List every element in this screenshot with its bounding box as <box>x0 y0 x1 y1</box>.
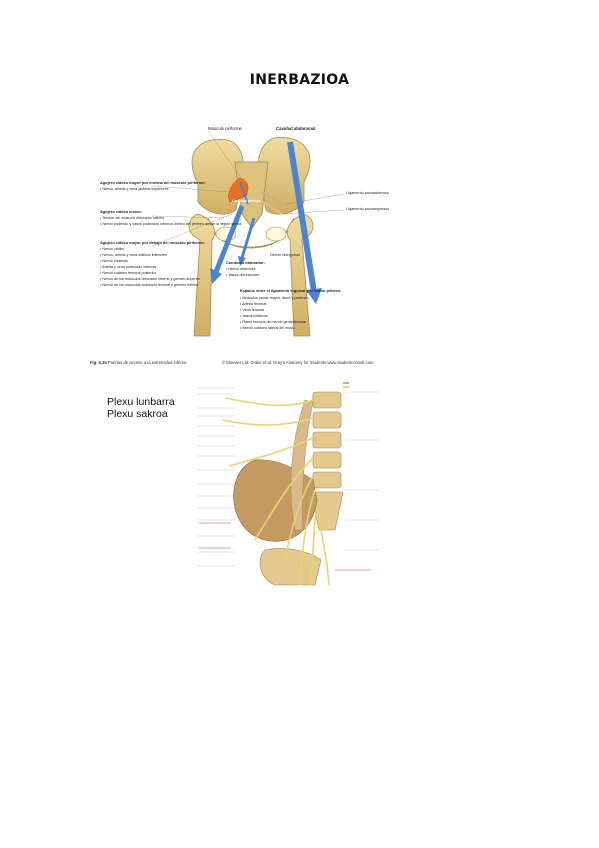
plexus-labels: Plexu lunbarra Plexu sakroa <box>107 396 175 420</box>
label-conducto-item: • Vasos obturadores <box>226 273 259 277</box>
label-lig-sacroespinoso: Ligamento sacroespinoso <box>346 207 389 211</box>
figure1-caption: Fig. 6.34 Puertas de acceso a la extremi… <box>90 360 392 365</box>
label-debajo-item: • Nervio pudendo <box>100 259 128 263</box>
label-piriformis: Músculo piriforme <box>208 126 243 131</box>
label-plexu-sakroa: Plexu sakroa <box>107 408 168 420</box>
label-espacio-item: • Rama femoral del nervio genitofemoral <box>240 320 306 324</box>
arrow-sciatic <box>213 205 245 273</box>
label-debajo-item: • Nervio ciático <box>100 247 124 251</box>
label-lig-sacrotuberoso: Ligamento sacrotuberoso <box>346 191 389 195</box>
label-espacio-item: • Vasos linfáticos <box>240 314 268 318</box>
label-conducto-item: • Nervio obturador <box>226 267 257 271</box>
label-debajo-item: • Nervio de los músculos cuadrado femora… <box>100 283 199 287</box>
sacrum <box>234 161 269 229</box>
arrow-abdominal <box>287 141 317 293</box>
label-conducto-obturador: Conducto obturador: <box>226 260 265 265</box>
label-debajo-item: • Nervio cutáneo femoral posterior <box>100 271 157 275</box>
psoas-muscle <box>290 399 314 531</box>
label-debajo-item: • Nervio, arteria y vena ciáticos inferi… <box>100 253 167 257</box>
right-obturator-foramen <box>265 226 287 242</box>
plexus-nerves <box>222 397 330 586</box>
plexus-figure <box>195 380 381 595</box>
caption-credit: © Elsevier Ltd. Drake et al: Gray's Anat… <box>222 360 374 365</box>
label-agujero-mayor-debajo: Agujero ciático mayor por debajo del mús… <box>100 240 205 245</box>
caption-fig-number: Fig. 6.34 <box>90 360 107 365</box>
label-plexu-lunbarra: Plexu lunbarra <box>107 396 175 408</box>
label-agujero-menor: Agujero ciático menor: <box>100 209 142 214</box>
piriformis-muscle <box>228 177 249 203</box>
label-agujero-menor-item: • Tendón del músculo obturador interno <box>100 216 164 220</box>
label-debajo-item: • Nervio de los músculos obturador inter… <box>100 277 201 281</box>
label-cavidad-abdominal: Cavidad abdominal <box>276 126 315 131</box>
label-agujero-mayor-encima-item: • Nervio, arteria y vena glúteos superio… <box>100 187 169 191</box>
label-nervio-ilioinguinal: Nervio ilioinguinal <box>270 253 300 257</box>
label-espacio-item: • Vena femoral <box>240 308 264 312</box>
arrow-obturator <box>240 217 256 259</box>
pelvis-figure: Músculo piriforme Cavidad abdominal Cavi… <box>90 122 392 350</box>
label-espacio-item: • Nervio cutáneo lateral del muslo <box>240 326 295 330</box>
label-cavidad-pelvica: Cavidad pélvica <box>232 199 262 203</box>
label-espacio: Espacio entre el ligamento inguinal y el… <box>240 288 341 293</box>
label-agujero-mayor-encima: Agujero ciático mayor por encima del mús… <box>100 180 206 185</box>
label-debajo-item: • Arteria y vena pudendas internas <box>100 265 156 269</box>
label-espacio-item: • Músculos psoas mayor, ilíaco y pectíne… <box>240 296 309 300</box>
left-femur <box>188 213 215 337</box>
label-espacio-item: • Arteria femoral <box>240 302 266 306</box>
femur-head <box>259 548 322 586</box>
right-femur <box>287 213 314 337</box>
caption-text: Puertas de acceso a la extremidad inferi… <box>107 360 188 365</box>
page-title: INERBAZIOA <box>249 72 350 88</box>
label-agujero-menor-item: • Nervio pudendo y vasos pudendos intern… <box>100 222 242 226</box>
